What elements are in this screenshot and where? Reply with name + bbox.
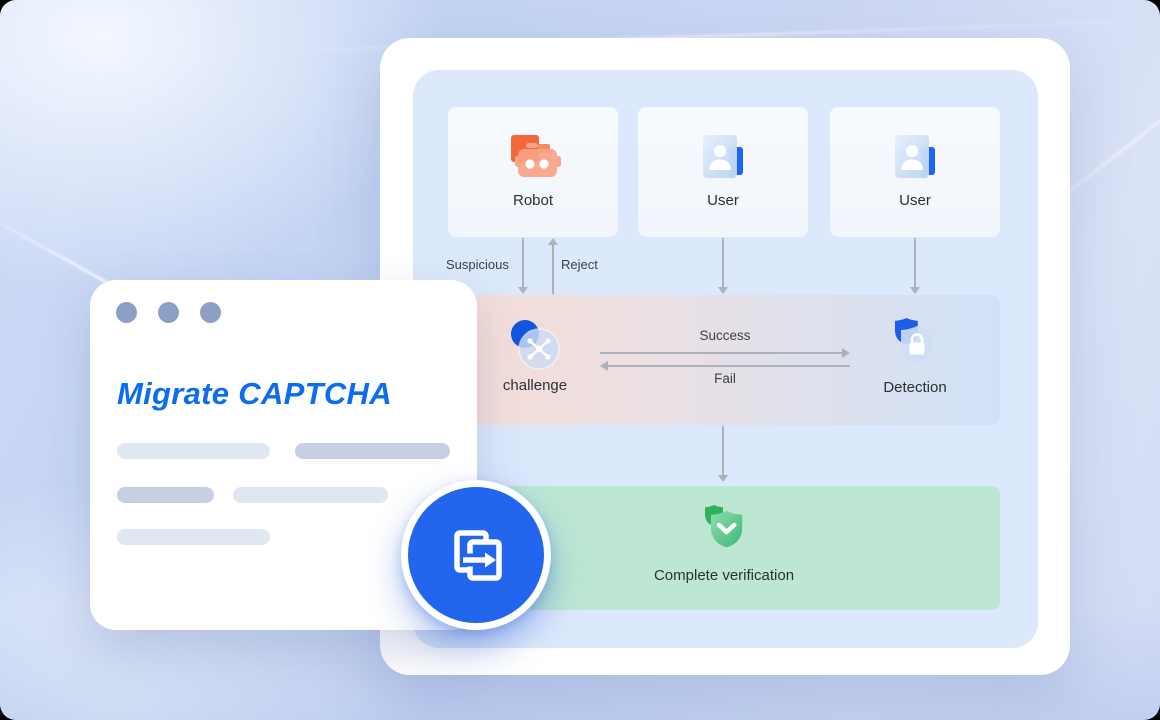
migrate-button[interactable] bbox=[401, 480, 551, 630]
arrow-reject-up bbox=[547, 238, 559, 294]
window-dots bbox=[116, 302, 221, 323]
arrow-success-right bbox=[600, 347, 850, 359]
node-challenge: challenge bbox=[470, 318, 600, 394]
shield-lock-icon bbox=[895, 318, 934, 364]
window-dot bbox=[116, 302, 137, 323]
window-dot bbox=[200, 302, 221, 323]
shield-check-icon bbox=[705, 505, 743, 548]
placeholder-bar bbox=[117, 443, 270, 459]
node-robot: Robot bbox=[448, 107, 618, 237]
user-card-icon bbox=[895, 135, 935, 178]
browser-window-card: Migrate CAPTCHA bbox=[90, 280, 477, 630]
edge-label-fail: Fail bbox=[714, 371, 736, 386]
arrow-user2-down bbox=[909, 238, 921, 294]
edge-label-success: Success bbox=[699, 328, 751, 343]
window-dot bbox=[158, 302, 179, 323]
arrow-user1-down bbox=[717, 238, 729, 294]
node-user-1: User bbox=[638, 107, 808, 237]
captcha-challenge-icon bbox=[511, 320, 560, 370]
arrow-suspicious-down bbox=[517, 238, 529, 294]
node-user-2: User bbox=[830, 107, 1000, 237]
node-user-label: User bbox=[707, 192, 739, 209]
node-complete-label: Complete verification bbox=[653, 567, 795, 584]
arrow-fail-left bbox=[600, 360, 850, 372]
arrow-to-complete-down bbox=[717, 426, 729, 482]
node-detection-label: Detection bbox=[883, 379, 947, 396]
page-title: Migrate CAPTCHA bbox=[117, 376, 392, 411]
placeholder-bar bbox=[117, 529, 270, 545]
placeholder-bar bbox=[233, 487, 388, 503]
robot-icon bbox=[511, 135, 561, 177]
user-card-icon bbox=[703, 135, 743, 178]
node-user-label: User bbox=[899, 192, 931, 209]
edge-label-suspicious: Suspicious bbox=[446, 257, 509, 272]
node-robot-label: Robot bbox=[512, 192, 554, 209]
placeholder-bar bbox=[295, 443, 450, 459]
migrate-transfer-icon bbox=[454, 530, 502, 581]
node-detection: Detection bbox=[850, 316, 980, 396]
edge-label-reject: Reject bbox=[561, 257, 598, 272]
placeholder-bar bbox=[117, 487, 214, 503]
node-challenge-label: challenge bbox=[502, 377, 568, 394]
